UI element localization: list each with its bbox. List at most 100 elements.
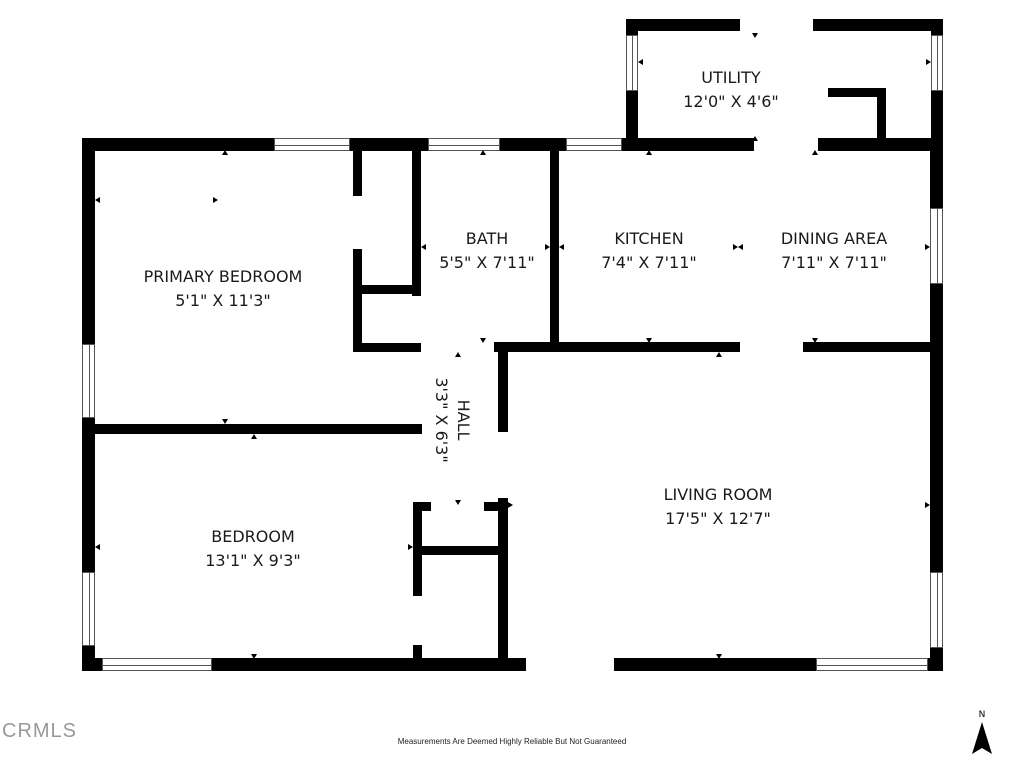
marker	[421, 244, 426, 250]
wall	[498, 342, 508, 432]
marker	[646, 150, 652, 155]
wall	[90, 424, 422, 434]
marker	[455, 500, 461, 505]
room-bedroom: BEDROOM 13'1" X 9'3"	[205, 525, 301, 573]
room-dims: 3'3" X 6'3"	[432, 377, 451, 463]
wall	[413, 546, 503, 555]
wall	[626, 19, 740, 31]
wall	[82, 418, 95, 572]
room-dining-area: DINING AREA 7'11" X 7'11"	[781, 227, 887, 275]
wall	[484, 502, 504, 511]
wall	[82, 138, 274, 151]
marker	[926, 59, 931, 65]
wall	[413, 502, 431, 511]
marker	[646, 338, 652, 343]
wall	[498, 498, 508, 663]
room-living-room: LIVING ROOM 17'5" X 12'7"	[664, 483, 773, 531]
window	[274, 138, 350, 151]
marker	[812, 150, 818, 155]
wall	[350, 138, 428, 151]
wall	[550, 150, 559, 350]
room-dims: 13'1" X 9'3"	[205, 551, 301, 570]
marker	[251, 654, 257, 659]
marker	[752, 33, 758, 38]
marker	[222, 150, 228, 155]
marker	[812, 338, 818, 343]
marker	[455, 352, 461, 357]
disclaimer: Measurements Are Deemed Highly Reliable …	[397, 737, 627, 746]
window	[82, 572, 95, 646]
room-dims: 17'5" X 12'7"	[665, 509, 771, 528]
window	[626, 35, 638, 91]
window	[930, 572, 943, 648]
wall	[412, 150, 421, 296]
marker	[408, 544, 413, 550]
room-name: KITCHEN	[614, 229, 684, 248]
marker	[716, 654, 722, 659]
room-hall: HALL 3'3" X 6'3"	[430, 377, 474, 462]
wall	[614, 658, 816, 671]
marker	[251, 434, 257, 439]
marker	[733, 244, 738, 250]
room-name: HALL	[454, 399, 473, 441]
wall	[353, 150, 362, 196]
room-dims: 5'1" X 11'3"	[175, 291, 271, 310]
room-dims: 7'11" X 7'11"	[781, 253, 887, 272]
room-kitchen: KITCHEN 7'4" X 7'11"	[601, 227, 697, 275]
wall	[930, 138, 943, 208]
marker	[925, 502, 930, 508]
room-dims: 5'5" X 7'11"	[439, 253, 535, 272]
wall	[813, 19, 943, 31]
wall	[877, 88, 886, 144]
window	[82, 344, 95, 418]
marker	[925, 244, 930, 250]
window	[931, 35, 943, 91]
marker	[752, 136, 758, 141]
room-bath: BATH 5'5" X 7'11"	[439, 227, 535, 275]
marker	[738, 244, 743, 250]
wall	[500, 138, 566, 151]
window	[102, 658, 212, 671]
crmls-logo: CRMLS	[2, 720, 78, 742]
window	[816, 658, 928, 671]
room-name: DINING AREA	[780, 229, 888, 248]
wall	[828, 88, 886, 97]
wall	[212, 658, 526, 671]
marker	[222, 419, 228, 424]
marker	[559, 244, 564, 250]
wall	[353, 285, 415, 294]
marker	[545, 244, 550, 250]
wall	[818, 138, 943, 151]
wall	[494, 342, 740, 352]
room-name: BATH	[465, 229, 509, 248]
room-name: PRIMARY BEDROOM	[143, 267, 303, 286]
room-primary-bedroom: PRIMARY BEDROOM 5'1" X 11'3"	[144, 265, 303, 313]
window	[930, 208, 943, 284]
wall	[353, 249, 362, 352]
wall	[353, 343, 421, 352]
marker	[95, 544, 100, 550]
marker	[480, 150, 486, 155]
north-arrow-icon: N	[970, 710, 994, 758]
wall	[82, 658, 102, 671]
wall	[622, 138, 754, 151]
wall	[413, 645, 422, 665]
window	[428, 138, 500, 151]
marker	[213, 197, 218, 203]
marker	[638, 59, 643, 65]
wall	[803, 342, 933, 352]
wall	[930, 284, 943, 572]
wall	[82, 138, 95, 344]
north-label: N	[978, 710, 986, 720]
marker	[508, 502, 513, 508]
room-dims: 12'0" X 4'6"	[683, 92, 779, 111]
room-utility: UTILITY 12'0" X 4'6"	[683, 66, 779, 114]
window	[566, 138, 622, 151]
room-name: BEDROOM	[211, 527, 295, 546]
marker	[480, 338, 486, 343]
wall	[928, 658, 943, 671]
room-name: UTILITY	[701, 68, 761, 87]
room-name: LIVING ROOM	[663, 485, 773, 504]
room-dims: 7'4" X 7'11"	[601, 253, 697, 272]
marker	[95, 197, 100, 203]
